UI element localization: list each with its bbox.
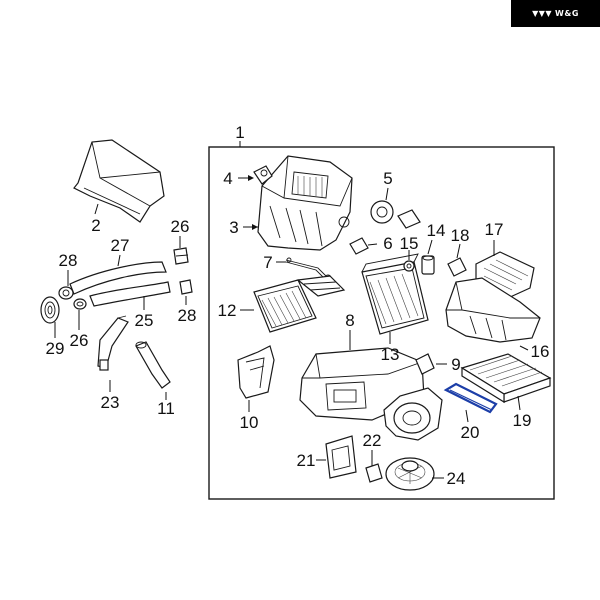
part-23-pipe[interactable] bbox=[97, 315, 129, 371]
part-10-bracket[interactable] bbox=[237, 345, 275, 399]
part-16-upper-case[interactable] bbox=[445, 277, 541, 343]
callout-7: 7 bbox=[263, 253, 272, 272]
brand-logo: ▼▼▼ W&G bbox=[511, 0, 600, 27]
part-27-hose[interactable] bbox=[69, 261, 167, 295]
part-11-drain-hose[interactable] bbox=[135, 341, 171, 389]
callout-22: 22 bbox=[363, 431, 382, 450]
part-21-module[interactable] bbox=[325, 435, 357, 479]
part-26-fitting-lower[interactable] bbox=[73, 298, 87, 310]
part-2-duct[interactable] bbox=[73, 139, 165, 223]
part-3-heater-housing[interactable] bbox=[257, 155, 353, 251]
part-28-clip-right[interactable] bbox=[179, 279, 193, 295]
part-6-actuator-body[interactable] bbox=[397, 209, 421, 229]
callout-3: 3 bbox=[229, 218, 238, 237]
callout-8: 8 bbox=[345, 311, 354, 330]
part-13-evaporator[interactable] bbox=[361, 253, 429, 335]
callout-19: 19 bbox=[513, 411, 532, 430]
callout-28-right: 28 bbox=[178, 306, 197, 325]
part-9-motor[interactable] bbox=[415, 353, 435, 375]
callout-1: 1 bbox=[235, 123, 244, 142]
part-24-blower-housing[interactable] bbox=[383, 387, 443, 441]
part-4-actuator[interactable] bbox=[253, 165, 273, 185]
callout-12: 12 bbox=[218, 301, 237, 320]
part-12-heater-core[interactable] bbox=[253, 275, 346, 333]
callout-29: 29 bbox=[46, 339, 65, 358]
callout-6: 6 bbox=[383, 234, 392, 253]
callout-16: 16 bbox=[531, 342, 550, 361]
callout-27: 27 bbox=[111, 236, 130, 255]
part-6-sensor[interactable] bbox=[349, 237, 369, 255]
callout-20: 20 bbox=[461, 423, 480, 442]
callout-13: 13 bbox=[381, 345, 400, 364]
part-18-sensor[interactable] bbox=[447, 257, 467, 277]
part-26-clip-upper[interactable] bbox=[173, 247, 189, 265]
part-15-o-ring[interactable] bbox=[403, 260, 415, 272]
logo-text: W&G bbox=[555, 9, 579, 18]
part-25-hose[interactable] bbox=[89, 281, 171, 307]
part-19-cabin-filter[interactable] bbox=[460, 353, 552, 404]
part-29-grommet[interactable] bbox=[40, 296, 60, 324]
callout-9: 9 bbox=[451, 355, 460, 374]
callout-2: 2 bbox=[91, 216, 100, 235]
callout-14: 14 bbox=[427, 221, 446, 240]
callout-23: 23 bbox=[101, 393, 120, 412]
logo-mark-icon: ▼▼▼ bbox=[532, 9, 553, 18]
part-20-filter-frame[interactable] bbox=[443, 382, 498, 414]
callout-11: 11 bbox=[157, 399, 175, 418]
callout-17: 17 bbox=[485, 220, 504, 239]
part-14-connector[interactable] bbox=[421, 255, 435, 275]
callout-26-upper: 26 bbox=[171, 217, 190, 236]
callout-21: 21 bbox=[297, 451, 316, 470]
part-5-damper-gear[interactable] bbox=[370, 200, 394, 224]
part-24-blower-motor[interactable] bbox=[385, 457, 435, 491]
callout-28-left: 28 bbox=[59, 251, 78, 270]
callout-18: 18 bbox=[451, 226, 470, 245]
part-28-fitting-left[interactable] bbox=[58, 286, 74, 300]
callout-15: 15 bbox=[400, 234, 419, 253]
callout-24: 24 bbox=[447, 469, 466, 488]
callout-25: 25 bbox=[135, 311, 154, 330]
callout-4: 4 bbox=[223, 169, 232, 188]
assembly-frame bbox=[208, 146, 555, 500]
callout-26-lower: 26 bbox=[70, 331, 89, 350]
part-22-clip[interactable] bbox=[365, 463, 383, 483]
callout-10: 10 bbox=[240, 413, 259, 432]
callout-5: 5 bbox=[383, 169, 392, 188]
